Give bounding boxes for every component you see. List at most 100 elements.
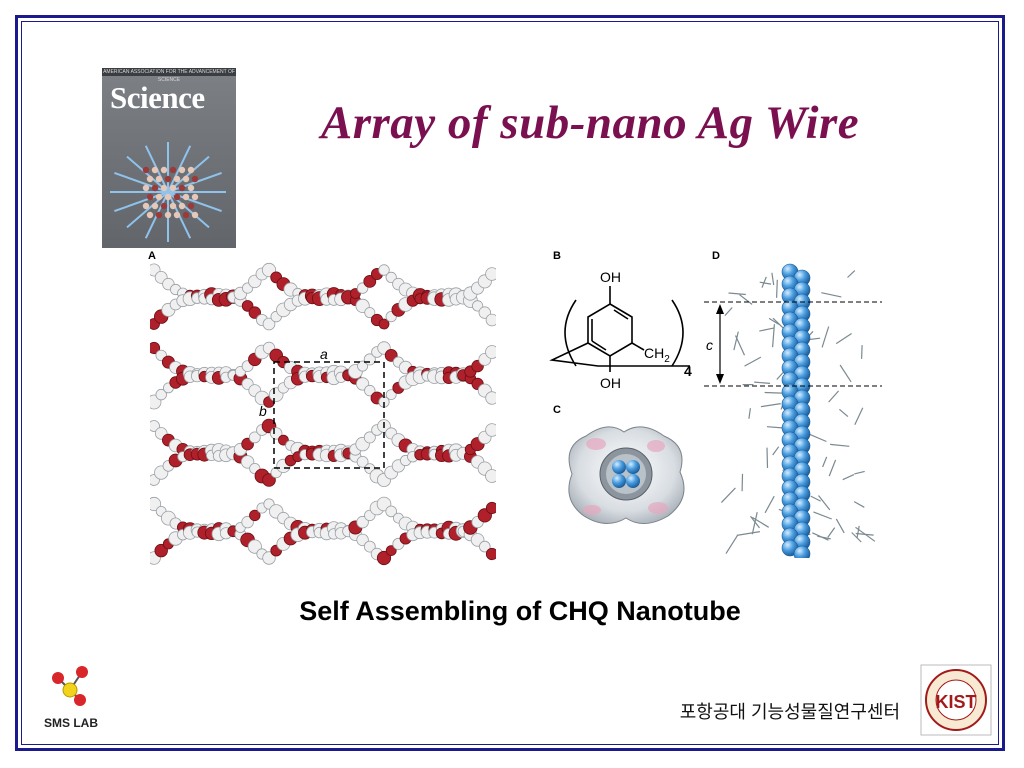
science-cover-image: AMERICAN ASSOCIATION FOR THE ADVANCEMENT… — [102, 68, 236, 248]
panel-d-nanotube-side-view: c — [704, 263, 882, 558]
hydrogen-atom — [262, 317, 276, 331]
cover-atom — [151, 166, 159, 174]
cover-spike — [126, 155, 169, 193]
oh-bottom-label: OH — [600, 375, 621, 391]
cover-atom — [146, 211, 154, 219]
lattice-a-label: a — [320, 346, 328, 362]
oxygen-atom — [485, 547, 496, 561]
molecule-stick — [856, 525, 860, 539]
unit-cell-box — [273, 361, 385, 469]
molecule-stick — [827, 527, 836, 538]
cover-atom — [160, 184, 168, 192]
molecule-stick — [810, 495, 821, 502]
molecule-stick — [821, 326, 830, 348]
hydrogen-atom — [356, 455, 369, 468]
molecule-stick — [739, 294, 753, 305]
molecule-stick — [854, 407, 864, 425]
sms-lab-logo — [52, 666, 88, 706]
cover-atom — [146, 193, 154, 201]
molecule-stick — [725, 535, 738, 554]
molecule-stick — [728, 292, 746, 296]
ch2-label: CH2 — [644, 345, 670, 365]
panel-d-label: D — [712, 250, 720, 262]
oxygen-atom — [376, 550, 392, 566]
cover-masthead: AMERICAN ASSOCIATION FOR THE ADVANCEMENT… — [102, 68, 236, 83]
panel-c-label: C — [553, 404, 561, 416]
cover-atom — [178, 202, 186, 210]
molecule-stick — [855, 526, 876, 542]
hydrogen-atom — [262, 551, 276, 565]
molecule-stick — [771, 272, 775, 286]
figure-caption: Self Assembling of CHQ Nanotube — [299, 596, 741, 626]
oxygen-atom — [378, 318, 390, 330]
molecule-stick — [760, 403, 781, 408]
hydrogen-atom — [248, 431, 261, 444]
hydrogen-atom — [385, 389, 397, 401]
oxygen-atom — [249, 509, 261, 522]
cover-atom — [169, 202, 177, 210]
hydrogen-atom — [363, 540, 376, 553]
cover-atom — [160, 166, 168, 174]
cover-atom — [155, 175, 163, 183]
molecule-stick — [839, 408, 849, 418]
cover-atom — [182, 193, 190, 201]
panel-b-chemical-structure: OH OH CH2 4 — [549, 269, 692, 391]
molecule-stick — [776, 279, 778, 298]
slide-frame-outer — [15, 15, 1005, 751]
cover-atom — [187, 166, 195, 174]
molecule-stick — [748, 408, 751, 419]
molecule-stick — [828, 459, 837, 477]
molecule-stick — [822, 456, 828, 468]
hydrogen-atom — [378, 264, 390, 276]
cover-art — [110, 142, 226, 242]
cover-atom — [191, 193, 199, 201]
hydrogen-atom — [478, 540, 491, 553]
molecule-stick — [772, 446, 780, 456]
molecule-stick — [766, 447, 769, 469]
molecule-stick — [813, 511, 832, 520]
cover-atom — [173, 175, 181, 183]
molecule-stick — [744, 356, 762, 367]
hydrogen-atom — [385, 505, 398, 518]
cover-atom — [191, 211, 199, 219]
molecule-stick — [842, 474, 855, 481]
molecule-stick — [751, 511, 758, 535]
molecule-stick — [835, 518, 845, 534]
oh-top-label: OH — [600, 269, 621, 285]
hydrogen-atom — [356, 515, 369, 529]
cover-atom — [142, 184, 150, 192]
cover-atom — [155, 211, 163, 219]
molecule-stick — [835, 332, 852, 345]
sms-lab-label: SMS LAB — [44, 716, 98, 730]
cover-spike — [167, 171, 222, 193]
oxygen-atom — [485, 501, 496, 515]
benzene-ring — [587, 303, 633, 357]
molecule-stick — [751, 516, 770, 528]
kist-monogram: KIST — [935, 692, 976, 712]
panel-a-crystal-packing: a b — [150, 262, 496, 566]
hydrogen-atom — [485, 391, 496, 405]
molecule-stick — [812, 532, 829, 541]
cover-atom — [142, 166, 150, 174]
cover-atom — [173, 193, 181, 201]
slide-frame-inner — [21, 21, 999, 745]
oxygen-atom — [262, 473, 276, 487]
hydrogen-atom — [364, 384, 376, 397]
molecule-stick — [768, 317, 780, 325]
panel-b-label: B — [553, 250, 561, 262]
cover-atom — [164, 193, 172, 201]
cover-atom — [187, 202, 195, 210]
molecule-stick — [733, 331, 739, 351]
molecule-stick — [830, 443, 850, 447]
hydrogen-atom — [485, 345, 496, 359]
molecule-stick — [754, 381, 771, 384]
kist-logo: KIST — [920, 664, 992, 736]
molecule-stick — [764, 495, 775, 514]
cover-atom — [160, 202, 168, 210]
left-bracket — [564, 299, 577, 367]
molecule-stick — [851, 532, 862, 543]
hydrogen-atom — [485, 469, 496, 483]
cover-atom — [151, 184, 159, 192]
repeat-subscript: 4 — [684, 363, 692, 379]
molecule-stick — [759, 327, 775, 332]
